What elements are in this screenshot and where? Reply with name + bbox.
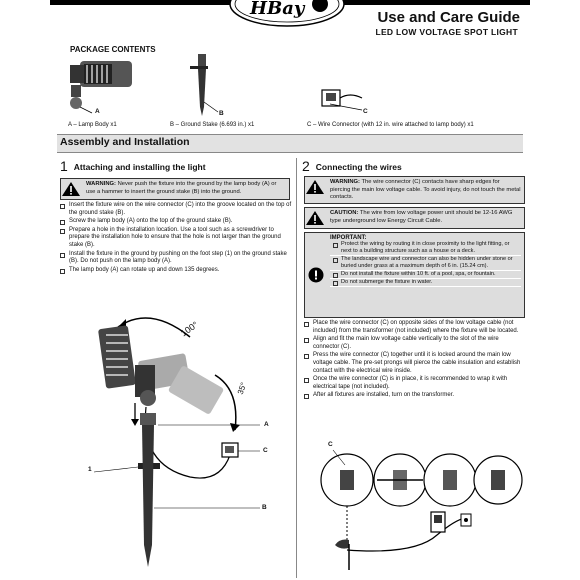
step2-bullets: Place the wire connector (C) on opposite…	[304, 320, 526, 401]
step2-caution-text: CAUTION: The wire from low voltage power…	[330, 210, 513, 224]
important-label: IMPORTANT:	[330, 235, 367, 241]
step2-number: 2	[302, 158, 310, 174]
label-c-step2: C	[328, 441, 333, 448]
ground-stake-illustration	[190, 54, 219, 116]
caption-ground-stake: B – Ground Stake (6.693 in.) x1	[170, 122, 255, 128]
caption-wire-connector: C – Wire Connector (with 12 in. wire att…	[307, 122, 474, 128]
list-item: Once the wire connector (C) is in place,…	[304, 376, 526, 391]
list-item: Prepare a hole in the installation locat…	[60, 227, 292, 250]
step2-warning-box: WARNING: The wire connector (C) contacts…	[304, 176, 525, 204]
section-title: Assembly and Installation	[60, 136, 190, 148]
list-item: The lamp body (A) can rotate up and down…	[60, 267, 292, 275]
step2-heading: 2 Connecting the wires	[302, 158, 402, 174]
step2-caution-box: CAUTION: The wire from low voltage power…	[304, 207, 525, 229]
caution-icon	[305, 208, 327, 231]
page-subtitle: LED LOW VOLTAGE SPOT LIGHT	[375, 27, 518, 37]
important-list: Protect the wiring by routing it in clos…	[330, 241, 521, 287]
list-item: Screw the lamp body (A) onto the top of …	[60, 218, 292, 226]
label-c: C	[263, 447, 268, 454]
list-item: The landscape wire and connector can als…	[330, 256, 521, 271]
list-item: Do not install the fixture within 10 ft.…	[330, 271, 521, 279]
logo-text: HBay	[249, 0, 306, 19]
warning-icon	[61, 179, 83, 202]
brand-logo: HBay	[229, 0, 345, 27]
label-foot-step: 1	[88, 466, 92, 473]
list-item: Install the fixture in the ground by pus…	[60, 251, 292, 266]
column-divider	[296, 158, 297, 578]
package-contents-title: PACKAGE CONTENTS	[70, 45, 156, 54]
wire-connector-illustration	[321, 89, 363, 111]
important-icon	[305, 233, 327, 317]
label-c-pkg: C	[363, 108, 368, 115]
list-item: Place the wire connector (C) on opposite…	[304, 320, 526, 335]
lamp-body-illustration	[70, 61, 132, 114]
page-title: Use and Care Guide	[377, 9, 520, 26]
step1-heading: 1 Attaching and installing the light	[60, 158, 206, 174]
label-a-pkg: A	[95, 108, 100, 115]
label-b: B	[262, 504, 267, 511]
wiring-illustration	[320, 449, 523, 570]
list-item: Insert the fixture wire on the wire conn…	[60, 202, 292, 217]
caption-lamp-body: A – Lamp Body x1	[68, 122, 117, 128]
step2-warning-text: WARNING: The wire connector (C) contacts…	[330, 179, 521, 200]
step1-bullets: Insert the fixture wire on the wire conn…	[60, 202, 292, 275]
label-b-pkg: B	[219, 110, 224, 117]
step1-number: 1	[60, 158, 68, 174]
label-a: A	[264, 421, 269, 428]
installation-illustration	[93, 317, 260, 567]
step2-title: Connecting the wires	[315, 162, 402, 172]
step1-warning-text: WARNING: Never push the fixture into the…	[86, 181, 277, 195]
list-item: Do not submerge the fixture in water.	[330, 279, 521, 287]
warning-icon	[305, 177, 327, 200]
important-box: IMPORTANT: Protect the wiring by routing…	[304, 232, 525, 318]
list-item: Align and fit the main low voltage cable…	[304, 336, 526, 351]
step1-warning-box: WARNING: Never push the fixture into the…	[60, 178, 290, 200]
list-item: Press the wire connector (C) together un…	[304, 352, 526, 375]
list-item: After all fixtures are installed, turn o…	[304, 392, 526, 400]
step1-title: Attaching and installing the light	[73, 162, 206, 172]
section-bar	[57, 134, 523, 153]
list-item: Protect the wiring by routing it in clos…	[330, 241, 521, 256]
